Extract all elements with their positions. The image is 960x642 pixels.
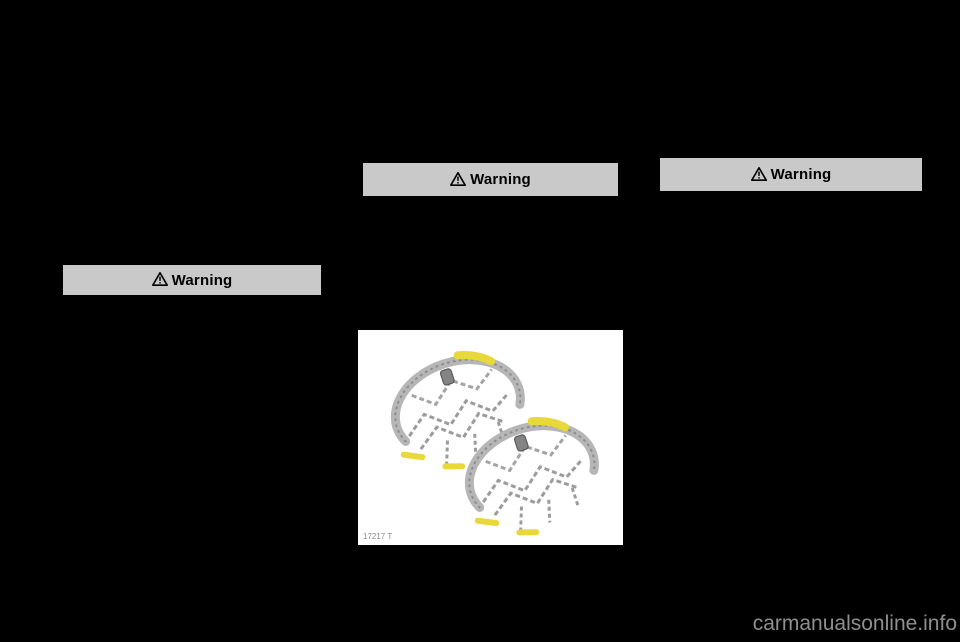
watermark-text: carmanualsonline.info	[752, 612, 957, 635]
warning-header: Warning	[660, 158, 922, 191]
warning-header: Warning	[363, 163, 618, 196]
warning-triangle-icon	[750, 166, 767, 181]
warning-triangle-icon	[151, 272, 168, 286]
warning-label: Warning	[470, 171, 531, 188]
warning-label: Warning	[770, 166, 832, 183]
snow-chains-illustration	[358, 330, 623, 545]
warning-header: Warning	[63, 265, 321, 295]
warning-triangle-icon	[450, 171, 467, 186]
figure-caption: 17217 T	[363, 532, 393, 541]
snow-chains-figure: 17217 T	[358, 330, 623, 545]
warning-label: Warning	[171, 271, 233, 289]
